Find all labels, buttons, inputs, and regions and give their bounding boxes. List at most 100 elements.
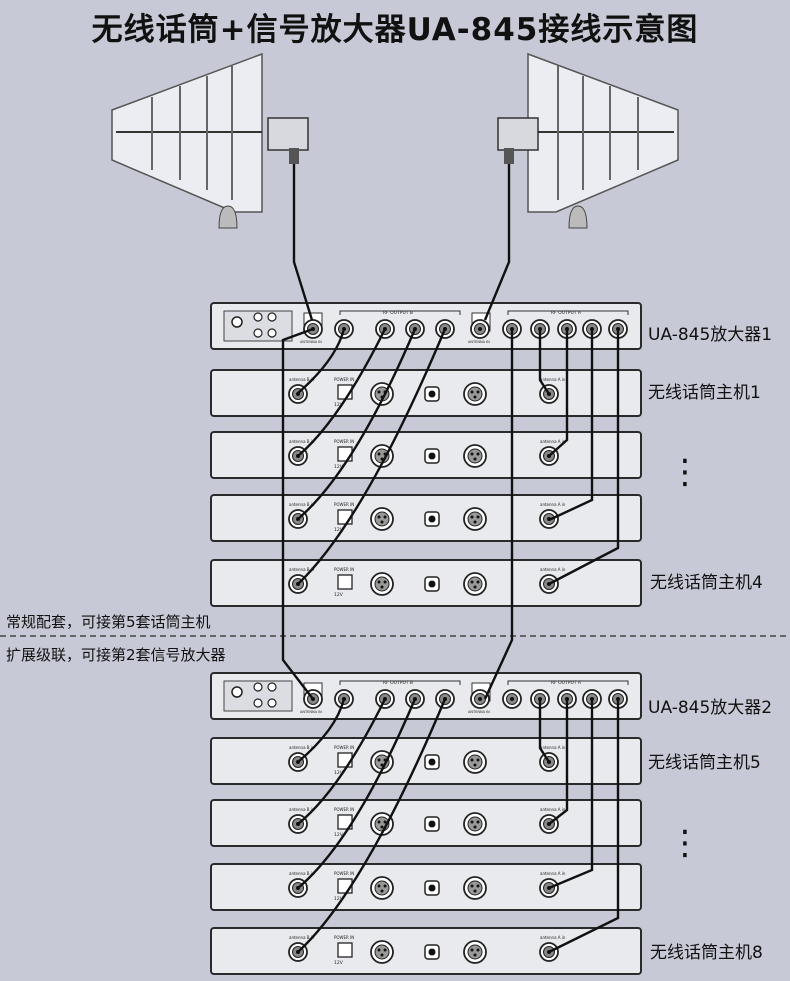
receiver-4-ant-a-text: antenna A in (540, 567, 566, 572)
receiver-2-xlr-1 (370, 444, 394, 468)
receiver-2-line-out (424, 448, 440, 464)
receiver-2-xlr-2 (463, 444, 487, 468)
receiver-8-xlr-1 (370, 940, 394, 964)
ellipsis-upper: ⋮ (668, 452, 702, 492)
amp2-label: UA-845放大器2 (648, 698, 773, 718)
receiver-3-xlr-1 (370, 507, 394, 531)
cables (281, 164, 620, 954)
receiver-8-xlr-2 (463, 940, 487, 964)
receiver-8-ant-a-text: antenna A in (540, 935, 566, 940)
receiver-5-xlr-2 (463, 750, 487, 774)
receiver-1-line-out (424, 386, 440, 402)
receiver-7-line-out (424, 880, 440, 896)
amplifier-2-rf-a-text: RF OUTPUT A (551, 680, 582, 686)
cable-left-antenna (292, 164, 314, 321)
receiver-8-power-text: POWER IN (334, 935, 354, 940)
receiver-3-line-out (424, 511, 440, 527)
cable-amp2-b2 (297, 698, 387, 825)
cable-amp2-b1 (297, 698, 346, 763)
amplifier-1-jack-5 (470, 319, 490, 339)
receiver-1-power-text: POWER IN (334, 377, 354, 382)
cable-amp1-b3 (297, 328, 417, 520)
rack-units: RF OUTPUT B RF OUTPUT A ANTENNA IN ANTENNA … (210, 302, 642, 975)
amplifier-2-jack-5 (470, 689, 490, 709)
receiver-2-ant-b-text: antenna B in (289, 439, 315, 444)
mic4-label: 无线话筒主机4 (650, 573, 763, 593)
cable-amp2-a1 (538, 699, 551, 763)
receiver-3-power-text: POWER IN (334, 502, 354, 507)
cable-amp2-a3 (548, 699, 594, 890)
receiver-1-ant-b-text: antenna B in (289, 377, 315, 382)
receiver-7-voltage-text: 12V (334, 896, 344, 902)
cable-amp2-a2 (548, 699, 569, 825)
receiver-8-voltage-text: 12V (334, 960, 344, 966)
cable-amp1-a2 (548, 329, 569, 457)
cable-right-antenna (483, 164, 511, 321)
amplifier-2-ant-b-text: ANTENNA IN (300, 710, 322, 714)
receiver-7-ant-b-text: antenna B in (289, 871, 315, 876)
amplifier-1-ant-b-text: ANTENNA IN (300, 340, 322, 344)
amplifier-2-ant-a-text: ANTENNA IN (468, 710, 490, 714)
receiver-4-xlr-2 (463, 572, 487, 596)
receiver-6-ant-a-text: antenna A in (540, 807, 566, 812)
cable-amp2-a4 (548, 699, 620, 954)
cable-amp1-a3 (548, 329, 594, 522)
receiver-3-ant-b-text: antenna B in (289, 502, 315, 507)
receiver-1: antenna B in POWER IN 12V antenna A in (210, 369, 642, 417)
receiver-4: antenna B in POWER IN 12V antenna A in (210, 559, 642, 607)
cable-amp1-b2 (297, 328, 387, 457)
amp1-label: UA-845放大器1 (648, 325, 773, 345)
receiver-7-power-text: POWER IN (334, 871, 354, 876)
amplifier-1-rf-a-text: RF OUTPUT A (551, 310, 582, 316)
receiver-2-ant-a-text: antenna A in (540, 439, 566, 444)
cable-amp1-b1 (297, 328, 346, 394)
cable-amp1-a4 (548, 329, 620, 586)
receiver-4-xlr-1 (370, 572, 394, 596)
mic5-label: 无线话筒主机5 (648, 753, 761, 773)
amplifier-1-rf-b-text: RF OUTPUT B (383, 310, 413, 316)
receiver-3-xlr-2 (463, 507, 487, 531)
receiver-5-ant-b-text: antenna B in (289, 745, 315, 750)
receiver-2-voltage-text: 12V (334, 464, 344, 470)
receiver-5-ant-a-text: antenna A in (540, 745, 566, 750)
cable-cascade-a (483, 329, 514, 700)
amplifier-1: RF OUTPUT B RF OUTPUT A ANTENNA IN ANTENNA … (210, 302, 642, 350)
receiver-3-ant-a-text: antenna A in (540, 502, 566, 507)
amplifier-2-rf-b-text: RF OUTPUT B (383, 680, 413, 686)
amplifier-2: RF OUTPUT B RF OUTPUT A ANTENNA IN ANTENNA … (210, 672, 642, 720)
receiver-4-power-text: POWER IN (334, 567, 354, 572)
mic1-label: 无线话筒主机1 (648, 383, 761, 403)
receiver-6-xlr-2 (463, 812, 487, 836)
diagram-title: 无线话筒+信号放大器UA-845接线示意图 (91, 12, 699, 48)
amplifier-1-ant-a-text: ANTENNA IN (468, 340, 490, 344)
left-antenna (111, 52, 309, 229)
receiver-7-xlr-1 (370, 876, 394, 900)
ellipsis-lower: ⋮ (668, 823, 702, 863)
amplifier-2-jack-6 (502, 689, 522, 709)
cable-amp1-a1 (538, 329, 551, 395)
receiver-7: antenna B in POWER IN 12V antenna A in (210, 863, 642, 911)
receiver-7-xlr-2 (463, 876, 487, 900)
note-cascade: 扩展级联，可接第2套信号放大器 (6, 646, 226, 664)
receiver-6-ant-b-text: antenna B in (289, 807, 315, 812)
receiver-6-voltage-text: 12V (334, 832, 344, 838)
receiver-4-voltage-text: 12V (334, 592, 344, 598)
receiver-5-voltage-text: 12V (334, 770, 344, 776)
receiver-7-ant-a-text: antenna A in (540, 871, 566, 876)
receiver-6-line-out (424, 816, 440, 832)
receiver-6-xlr-1 (370, 812, 394, 836)
receiver-5-line-out (424, 754, 440, 770)
receiver-4-line-out (424, 576, 440, 592)
receiver-1-ant-a-text: antenna A in (540, 377, 566, 382)
cable-amp2-b3 (297, 698, 417, 889)
receiver-1-xlr-2 (463, 382, 487, 406)
receiver-1-voltage-text: 12V (334, 402, 344, 408)
receiver-4-ant-b-text: antenna B in (289, 567, 315, 572)
cable-cascade-b (281, 327, 314, 700)
mic8-label: 无线话筒主机8 (650, 943, 763, 963)
